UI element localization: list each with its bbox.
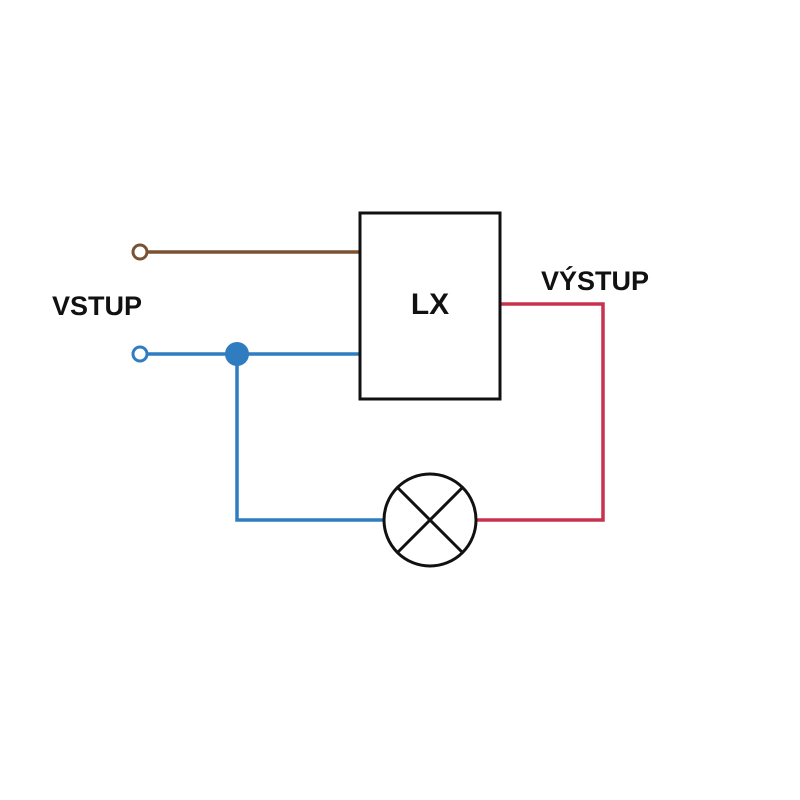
phase-input-terminal: [131, 243, 149, 261]
neutral-lamp-wire: [235, 354, 385, 522]
output-label: VÝSTUP: [541, 265, 649, 296]
junction-dot: [225, 342, 249, 366]
lamp-icon: [382, 472, 478, 568]
module-label: LX: [411, 288, 449, 321]
lamp-cross-b: [396, 486, 464, 554]
lx-module-box: [358, 211, 502, 401]
neutral-input-terminal: [131, 345, 149, 363]
input-label: VSTUP: [52, 291, 142, 321]
output-wire: [476, 302, 605, 522]
